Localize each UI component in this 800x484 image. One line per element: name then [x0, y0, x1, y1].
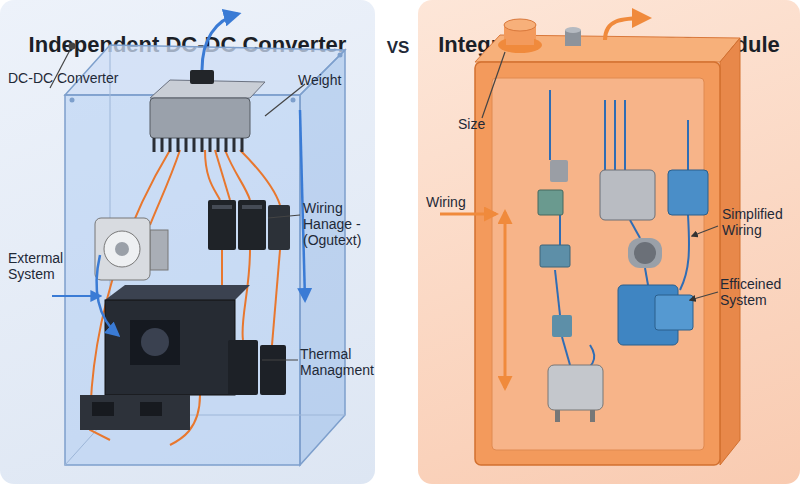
right-components-part [634, 242, 656, 264]
thermal-module-part [141, 328, 169, 356]
dc-dc-converter-block-part [150, 98, 250, 138]
left-enclosure-part [65, 95, 300, 465]
right-wires-part [645, 268, 648, 285]
callout-label: Efficeined System [720, 276, 798, 308]
relays-part [238, 200, 266, 250]
right-components-part [552, 315, 572, 337]
right-components-part [668, 170, 708, 215]
left-wires-part [240, 150, 280, 205]
left-wires-part [150, 150, 180, 225]
right-leader-lines [440, 52, 718, 300]
left-leader-lines [50, 43, 305, 360]
motor [95, 218, 168, 280]
thermal-module-part [105, 285, 250, 300]
right-components-part [655, 295, 693, 330]
right-components-part [600, 170, 655, 220]
right-wires-part [559, 215, 561, 245]
right-wires-part [687, 120, 689, 170]
relays-part [212, 205, 232, 209]
left-leader-lines-part [268, 215, 300, 218]
left-leader-lines-part [262, 359, 298, 360]
motor-part [104, 231, 140, 267]
versus-label: VS [378, 38, 418, 58]
right-components-part [548, 365, 603, 410]
motor-part [95, 218, 150, 280]
right-wires-part [555, 270, 560, 315]
right-wires-part [605, 100, 625, 170]
dc-dc-converter-block-part [154, 138, 242, 152]
left-enclosure-part [338, 53, 343, 58]
right-leader-lines-part [690, 292, 718, 300]
left-enclosure-part [65, 45, 345, 465]
right-enclosure-part [504, 19, 536, 31]
right-enclosure [475, 18, 740, 465]
right-enclosure-part [475, 62, 720, 465]
left-flow-arrows [97, 110, 305, 335]
right-wires-part [630, 220, 640, 238]
left-enclosure-part [300, 50, 345, 465]
thermal-module-part [92, 402, 114, 416]
callout-label: Weight [298, 72, 368, 88]
right-wires-part [562, 337, 570, 365]
thermal-module-part [260, 345, 286, 395]
thermal-module-part [140, 402, 162, 416]
left-leader-lines-part [69, 43, 75, 49]
left-enclosure-part [291, 98, 296, 103]
right-components-part [538, 190, 563, 215]
right-wires-part [549, 90, 551, 160]
right-components-part [628, 238, 662, 268]
thermal-module-part [105, 300, 235, 395]
left-leader-lines-part [265, 84, 305, 116]
right-components-part [550, 160, 568, 182]
right-enclosure-part [720, 38, 740, 465]
left-enclosure-part [70, 98, 75, 103]
right-leader-lines-part [440, 213, 496, 216]
thermal-module-part [228, 340, 258, 395]
motor-part [115, 242, 129, 256]
right-enclosure-part [565, 27, 581, 33]
motor-part [150, 230, 168, 270]
thermal-module-part [130, 320, 180, 365]
callout-label: DC-DC Converter [8, 70, 128, 86]
right-flow-arrows-part [504, 212, 507, 388]
right-flow-arrows [505, 212, 506, 388]
relays-part [268, 205, 290, 250]
left-wires-part [272, 250, 280, 345]
right-leader-lines-part [692, 226, 718, 236]
right-wires-part [680, 215, 689, 290]
relays-part [208, 200, 236, 250]
left-leader-lines-part [52, 295, 100, 297]
relays [208, 200, 290, 250]
dc-dc-converter-block-part [190, 70, 214, 84]
relays-part [242, 205, 262, 209]
thermal-module [80, 285, 286, 430]
right-components-part [555, 410, 560, 422]
thermal-module-part [80, 395, 190, 430]
right-leader-lines-part [482, 52, 505, 118]
right-components [538, 160, 708, 422]
callout-label: Simplified Wiring [722, 206, 797, 238]
right-components-part [590, 410, 595, 422]
right-components-part [540, 245, 570, 267]
callout-label: Wiring [426, 194, 486, 210]
callout-label: Size [458, 116, 508, 132]
right-enclosure-part [492, 78, 704, 450]
callout-label: Extermal System [8, 250, 78, 282]
callout-label: Wiring Hanage - (Ogutext) [303, 200, 375, 248]
left-enclosure [65, 45, 345, 465]
left-wires-part [242, 250, 250, 340]
callout-label: Thermal Managment [300, 346, 380, 378]
